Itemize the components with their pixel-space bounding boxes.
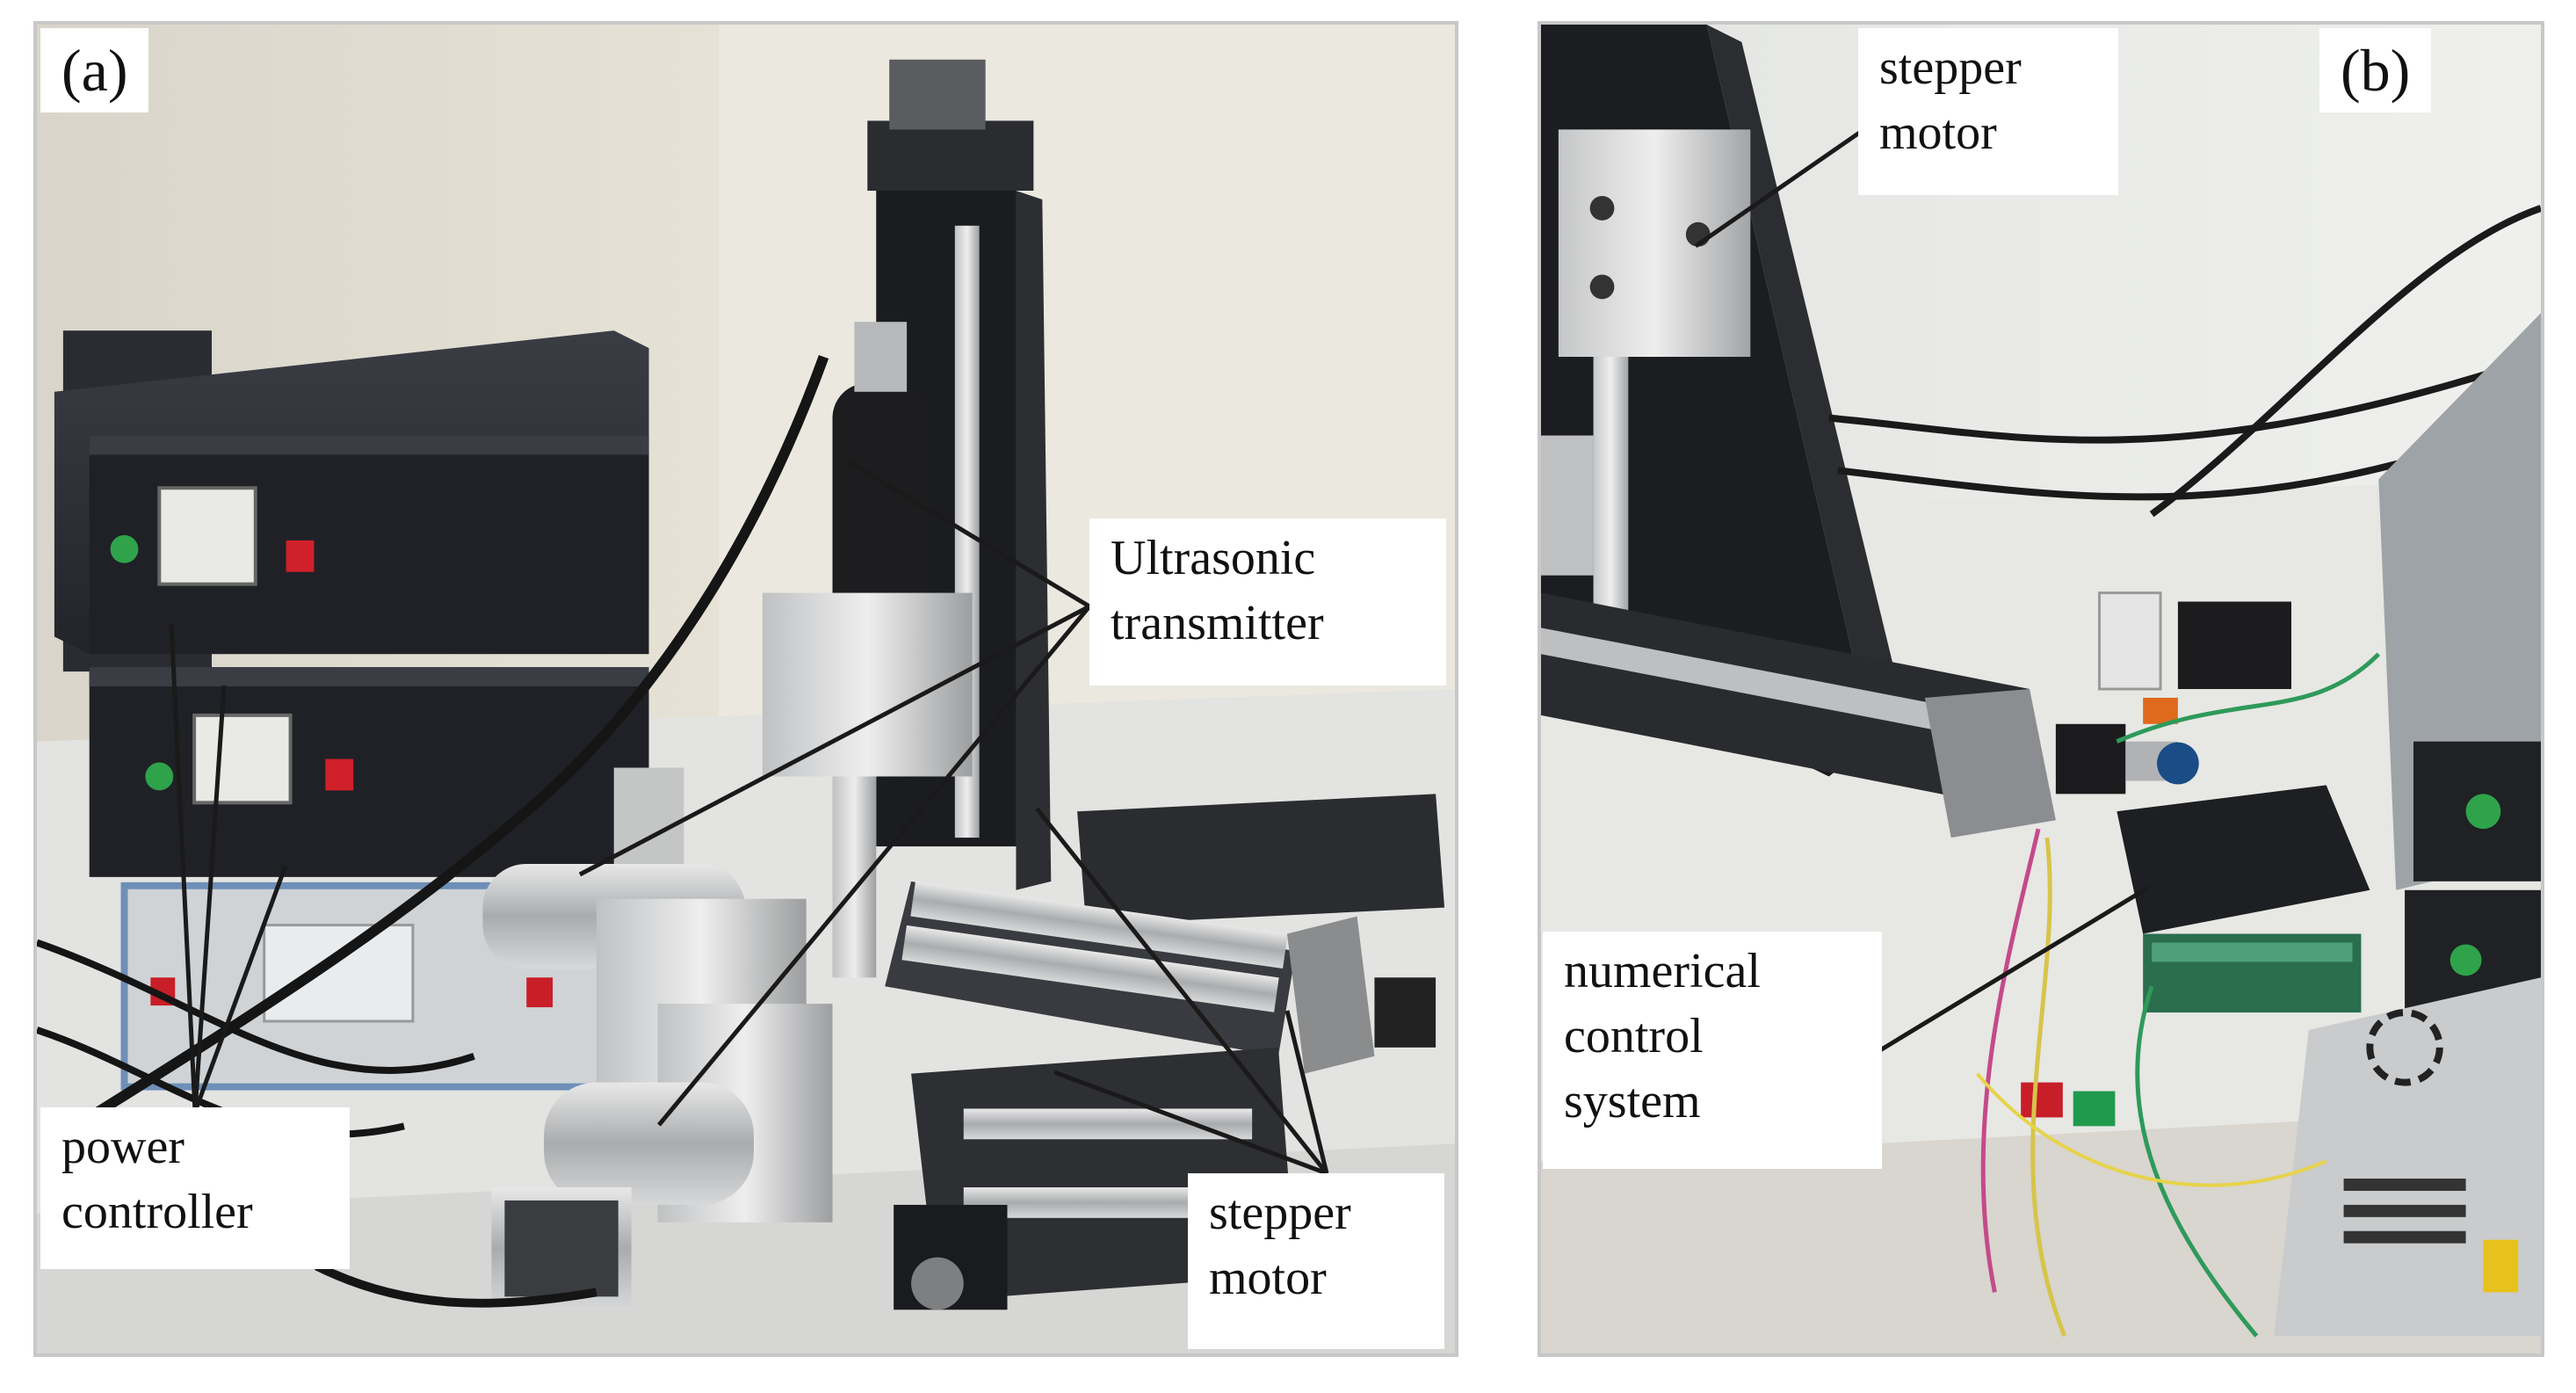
panel-b-tag: (b)	[2319, 28, 2432, 112]
label-numerical-line2: control	[1564, 1009, 1704, 1063]
label-power-controller: power controller	[40, 1107, 350, 1269]
label-numerical-line1: numerical	[1564, 944, 1761, 998]
label-numerical-control-system: numerical control system	[1543, 932, 1882, 1169]
label-stepper-motor-a: stepper motor	[1188, 1173, 1444, 1349]
label-numerical-line3: system	[1564, 1074, 1701, 1128]
label-ultrasonic-line1: Ultrasonic	[1111, 531, 1316, 585]
label-stepper-a-line1: stepper	[1209, 1186, 1351, 1240]
label-ultrasonic-transmitter: Ultrasonic transmitter	[1089, 519, 1446, 686]
label-stepper-b-line1: stepper	[1879, 40, 2022, 95]
label-stepper-b-line2: motor	[1879, 105, 1997, 160]
label-stepper-motor-b: stepper motor	[1858, 28, 2118, 195]
label-power-line2: controller	[62, 1185, 253, 1239]
label-stepper-a-line2: motor	[1209, 1251, 1327, 1305]
panel-a-tag: (a)	[40, 28, 149, 112]
label-ultrasonic-line2: transmitter	[1111, 596, 1324, 650]
label-power-line1: power	[62, 1120, 185, 1174]
